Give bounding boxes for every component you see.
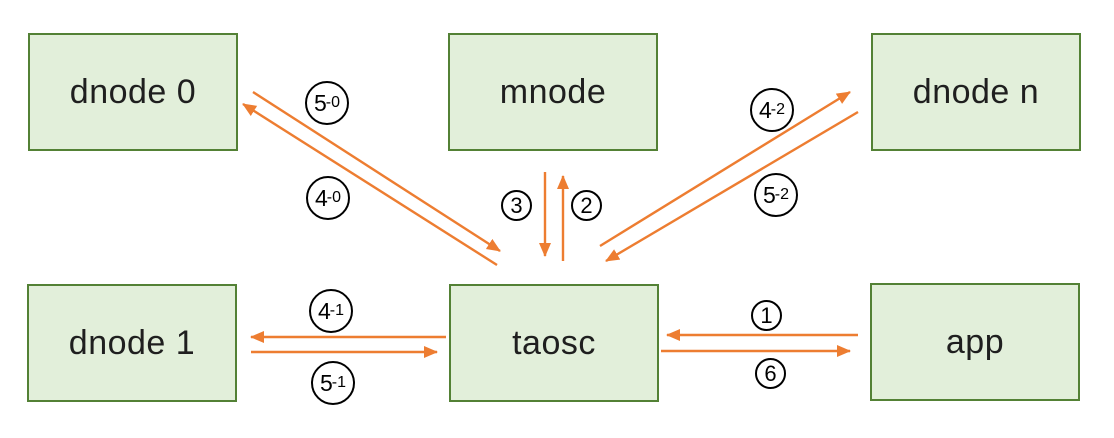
edge-label-4-0-suffix: -0	[326, 189, 342, 206]
edge-label-2: 2	[571, 190, 602, 221]
edge-label-5-2-suffix: -2	[774, 186, 790, 203]
arrow-4-0	[242, 102, 498, 267]
node-dnode0-label: dnode 0	[69, 72, 197, 111]
edge-label-4-2-suffix: -2	[770, 101, 786, 118]
node-taosc: taosc	[449, 284, 659, 402]
node-dnode0: dnode 0	[28, 33, 238, 151]
node-app-label: app	[945, 322, 1005, 361]
arrow-5-2	[605, 110, 859, 263]
node-dnoden-label: dnode n	[912, 72, 1040, 111]
edge-label-4-0-main: 4	[314, 184, 328, 211]
edge-label-5-1: 5-1	[311, 361, 355, 405]
node-dnoden: dnode n	[871, 33, 1081, 151]
edge-label-5-2: 5-2	[754, 173, 798, 217]
node-taosc-label: taosc	[512, 323, 596, 362]
arrow-5-0	[252, 90, 501, 253]
edge-label-6-main: 6	[764, 360, 777, 386]
edge-label-5-0: 5-0	[305, 81, 349, 125]
edge-label-1-main: 1	[760, 302, 773, 328]
edge-label-5-2-main: 5	[762, 181, 776, 208]
edge-label-4-1: 4-1	[309, 289, 353, 333]
edge-label-5-0-suffix: -0	[325, 94, 341, 111]
edge-label-5-1-main: 5	[319, 369, 333, 396]
edge-label-5-0-main: 5	[313, 89, 327, 116]
node-mnode-label: mnode	[499, 72, 607, 111]
edge-label-4-2: 4-2	[750, 88, 794, 132]
edge-label-4-1-suffix: -1	[329, 302, 345, 319]
node-dnode1-label: dnode 1	[68, 323, 196, 362]
node-mnode: mnode	[448, 33, 658, 151]
edge-label-5-1-suffix: -1	[331, 374, 347, 391]
arrow-4-2	[599, 90, 851, 248]
edge-label-4-2-main: 4	[758, 96, 772, 123]
edge-label-3: 3	[501, 190, 532, 221]
node-app: app	[870, 283, 1080, 401]
edge-label-6: 6	[755, 358, 786, 389]
edge-label-3-main: 3	[510, 192, 523, 218]
edge-label-4-1-main: 4	[317, 297, 331, 324]
edge-label-2-main: 2	[580, 192, 593, 218]
edge-label-4-0: 4-0	[306, 176, 350, 220]
node-dnode1: dnode 1	[27, 284, 237, 402]
edge-label-1: 1	[751, 300, 782, 331]
